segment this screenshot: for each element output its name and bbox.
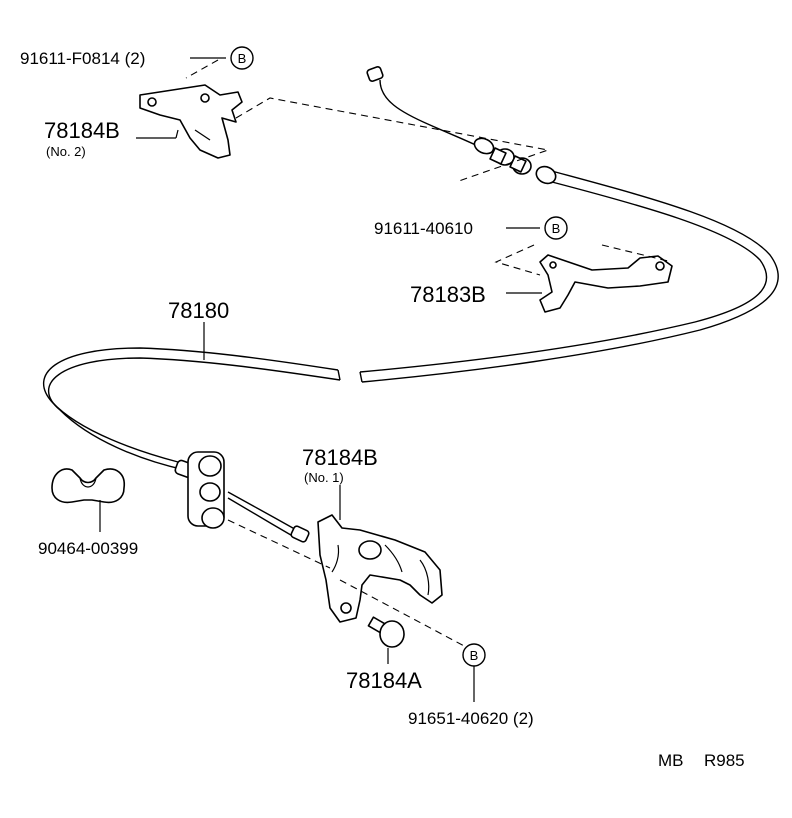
label-bracket-lower: 78184B (302, 445, 378, 470)
bracket-78183b (539, 254, 673, 313)
leader-lines (99, 57, 542, 702)
footer-code: R985 (704, 751, 745, 770)
svg-text:B: B (552, 221, 561, 236)
bracket-78184b-no1 (317, 514, 443, 623)
stopper-78184a (367, 616, 405, 648)
label-bracket-lower-sub: (No. 1) (304, 470, 344, 485)
label-stopper: 78184A (346, 668, 422, 693)
label-bracket-upper-sub: (No. 2) (46, 144, 86, 159)
dashed-leaders (185, 59, 673, 649)
label-bolt-top: 91611-F0814 (2) (20, 49, 145, 68)
clip-90464-00399 (51, 468, 126, 504)
throttle-cable (42, 66, 779, 543)
label-bracket-78183b: 78183B (410, 282, 486, 307)
circled-b-icon: B (230, 46, 254, 70)
label-bolt-mid: 91611-40610 (374, 219, 473, 238)
label-bracket-upper: 78184B (44, 118, 120, 143)
svg-text:B: B (238, 51, 247, 66)
label-bolt-bottom: 91651-40620 (2) (408, 709, 534, 728)
circled-b-icon: B (462, 643, 486, 667)
label-cable-78180: 78180 (168, 298, 229, 323)
label-clip: 90464-00399 (38, 539, 138, 558)
circled-b-icon: B (544, 216, 568, 240)
svg-text:B: B (470, 648, 479, 663)
footer-mb: MB (658, 751, 684, 770)
bracket-78184b-no2 (139, 84, 243, 159)
